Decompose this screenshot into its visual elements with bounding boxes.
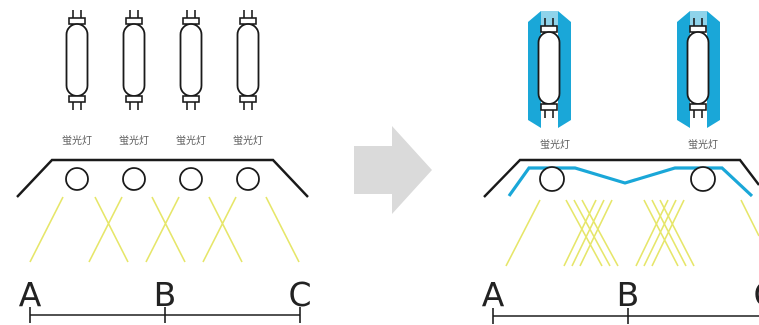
lamp-circle xyxy=(122,167,146,191)
measurement-line xyxy=(29,307,301,323)
tube-label: 蛍光灯 xyxy=(688,138,718,151)
light-rays xyxy=(29,196,300,263)
point-a-label: A xyxy=(482,275,505,314)
left-tubes xyxy=(65,9,260,111)
fluorescent-tube-icon xyxy=(122,9,146,111)
right-panel: 蛍光灯 蛍光灯 A xyxy=(482,11,759,324)
point-c-label: C xyxy=(288,275,311,314)
right-arrow-icon xyxy=(354,126,432,214)
lamp-circle xyxy=(65,167,89,191)
left-panel: 蛍光灯 蛍光灯 蛍光灯 蛍光灯 A B C xyxy=(16,9,312,323)
point-b-label: B xyxy=(617,275,640,314)
lamp-circle xyxy=(236,167,260,191)
fluorescent-tube-icon xyxy=(179,9,203,111)
light-rays xyxy=(505,199,759,267)
point-b-label: B xyxy=(154,275,177,314)
fixture-housing xyxy=(483,158,759,198)
lamp-circle xyxy=(179,167,203,191)
left-tube-labels: 蛍光灯 蛍光灯 蛍光灯 蛍光灯 xyxy=(62,134,263,147)
reflector-panel xyxy=(507,166,754,198)
tube-label: 蛍光灯 xyxy=(62,134,92,147)
fluorescent-tube-icon xyxy=(686,17,710,119)
fluorescent-tube-icon xyxy=(537,17,561,119)
fluorescent-tube-icon xyxy=(65,9,89,111)
fluorescent-tube-icon xyxy=(236,9,260,111)
tube-label: 蛍光灯 xyxy=(540,138,570,151)
fixture-housing xyxy=(16,158,309,198)
lamp-sections xyxy=(65,167,260,191)
tube-label: 蛍光灯 xyxy=(176,134,206,147)
lamp-circle xyxy=(690,166,716,192)
tube-label: 蛍光灯 xyxy=(119,134,149,147)
right-tube-labels: 蛍光灯 蛍光灯 xyxy=(540,138,718,151)
tube-label: 蛍光灯 xyxy=(233,134,263,147)
lamp-sections xyxy=(539,166,716,192)
lamp-circle xyxy=(539,166,565,192)
measurement-line xyxy=(492,308,759,324)
point-c-label: C xyxy=(753,275,759,314)
point-a-label: A xyxy=(19,275,42,314)
